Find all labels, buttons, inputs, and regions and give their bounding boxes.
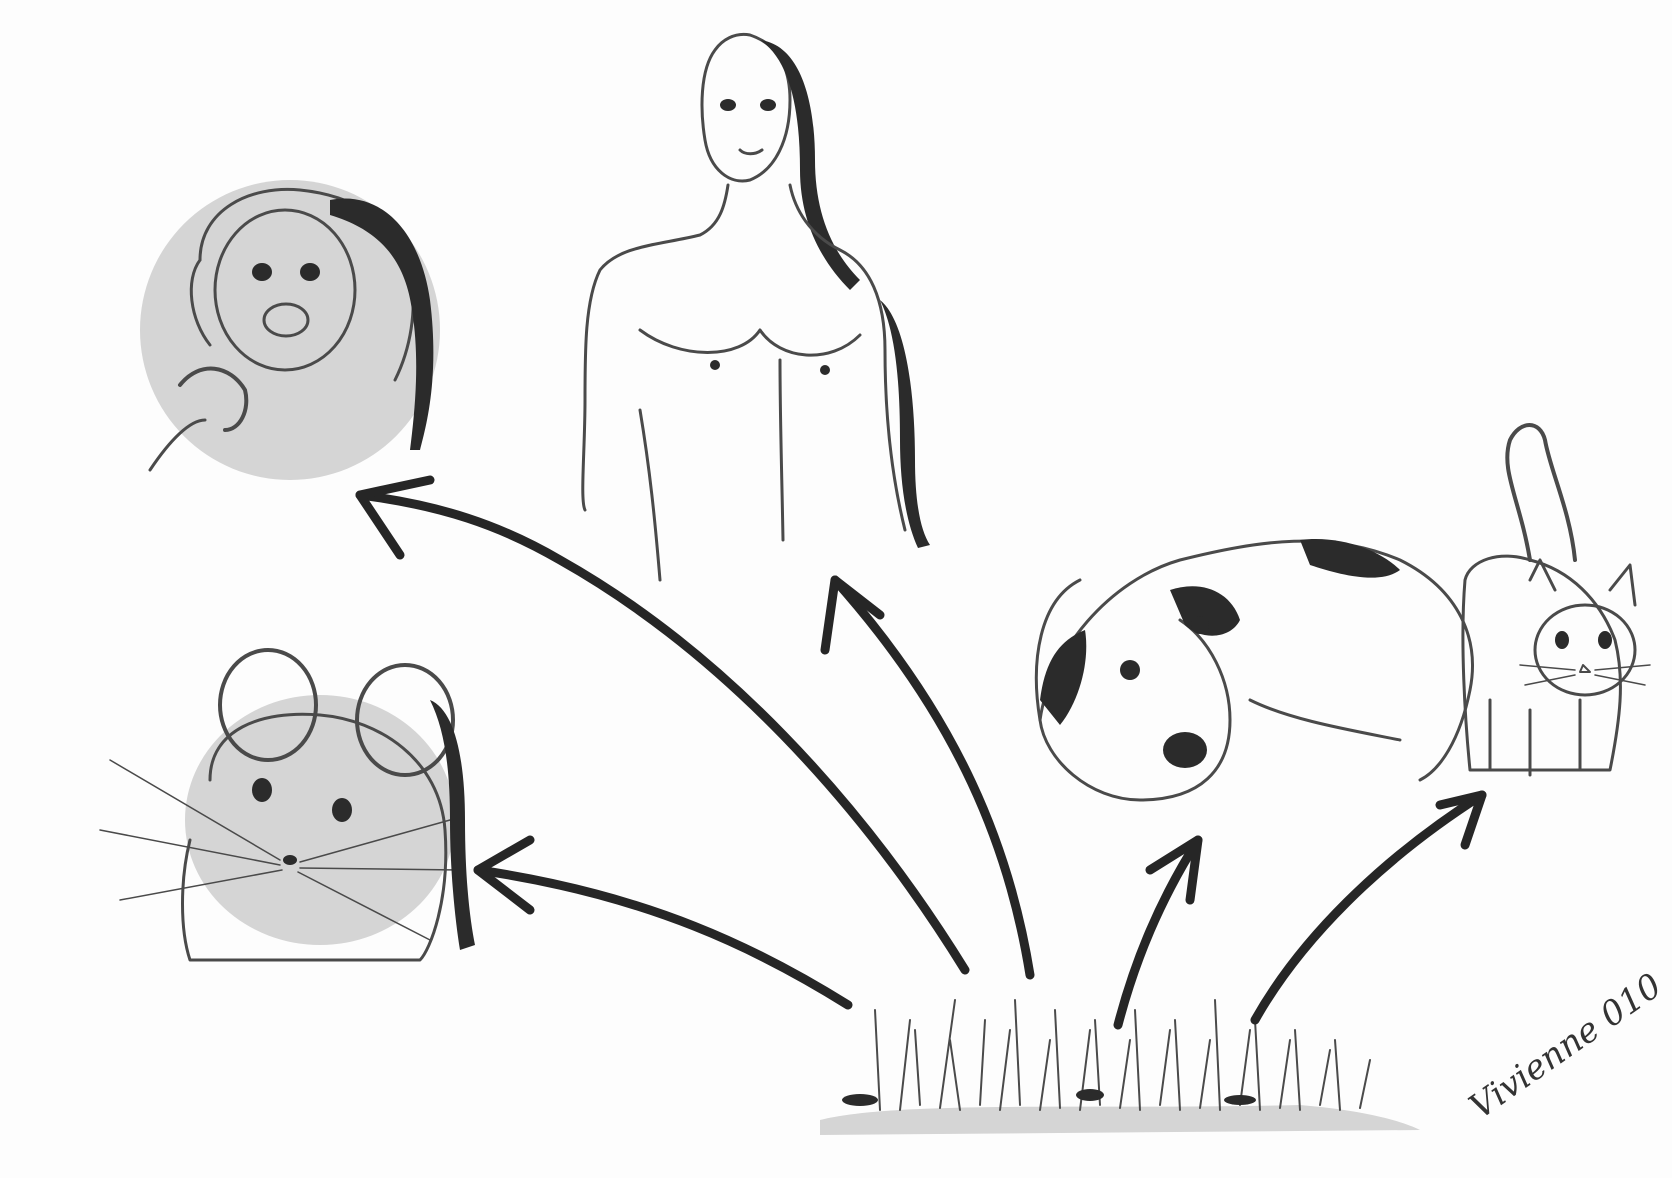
monkey-sketch (140, 180, 440, 480)
arrow-to-cat (1255, 795, 1482, 1020)
kitten-sketch (1463, 425, 1650, 775)
human-torso-sketch (583, 34, 930, 580)
artist-signature: Vivienne 010 (1462, 966, 1669, 1128)
great-dane-sketch (1036, 539, 1472, 800)
mouse-sketch (100, 650, 475, 960)
arrow-to-mouse (478, 870, 848, 1005)
